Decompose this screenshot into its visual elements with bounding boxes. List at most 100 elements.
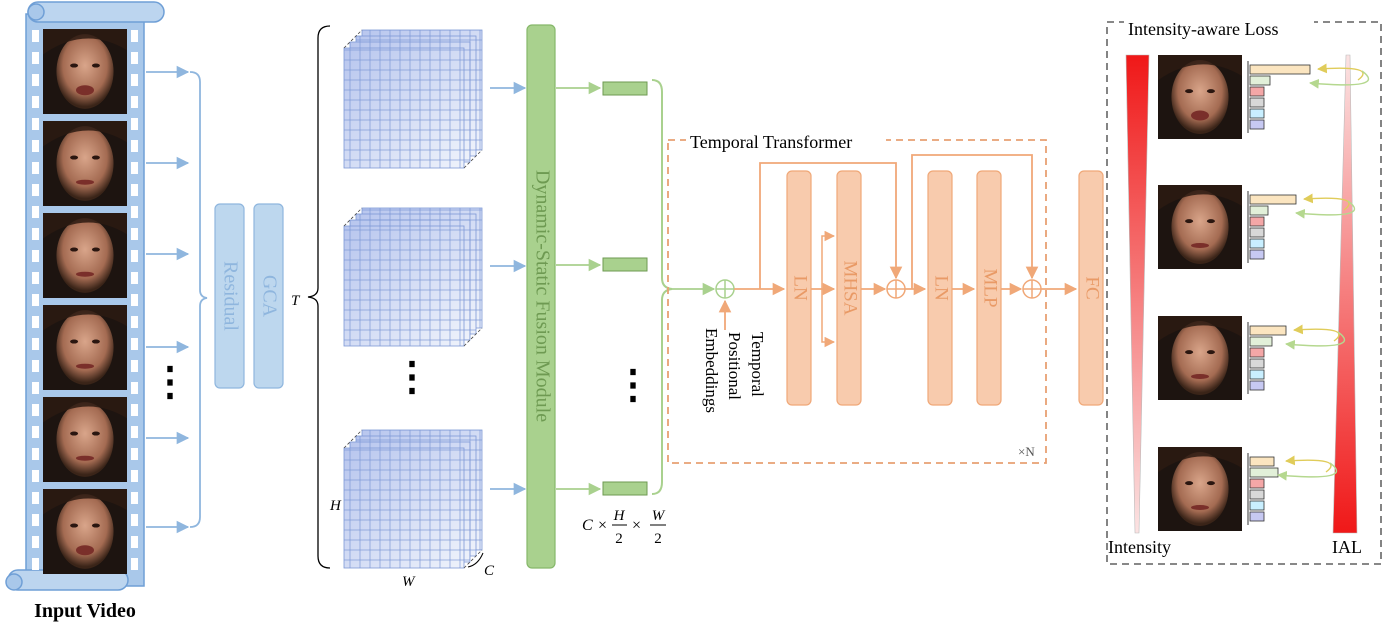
sprocket-hole	[32, 52, 39, 64]
intensity-bar	[1249, 369, 1265, 380]
intensity-label: Intensity	[1108, 537, 1171, 557]
intensity-bar	[1249, 238, 1265, 249]
sprocket-hole	[32, 250, 39, 262]
gca-block	[253, 203, 284, 389]
mhsa-branch-top	[821, 230, 836, 289]
dim-c: C	[582, 517, 593, 534]
sprocket-hole	[131, 382, 138, 394]
sprocket-hole	[32, 536, 39, 548]
intensity-bar	[1249, 75, 1271, 86]
repeat-n: ×N	[1018, 444, 1035, 459]
feature-stack-2	[343, 207, 483, 347]
token-dimension: C × H 2 × W 2	[582, 508, 666, 547]
token-2	[602, 257, 648, 272]
sprocket-hole	[32, 162, 39, 174]
fusion-module-label: Dynamic-Static Fusion Module	[531, 170, 553, 422]
intensity-bar	[1249, 467, 1279, 478]
sprocket-hole	[131, 426, 138, 438]
sprocket-hole	[32, 294, 39, 306]
face-frame-5	[43, 397, 127, 482]
sprocket-hole	[32, 360, 39, 372]
transformer-title: Temporal Transformer	[690, 132, 852, 152]
sprocket-hole	[131, 162, 138, 174]
c-label: C	[484, 563, 495, 579]
intensity-bar	[1249, 249, 1265, 260]
token-1	[602, 81, 648, 96]
intensity-wedge	[1125, 54, 1150, 534]
intensity-bar	[1249, 216, 1265, 227]
dim-times-2: ×	[632, 517, 641, 534]
sprocket-hole	[131, 294, 138, 306]
sample-face-3	[1158, 316, 1242, 400]
intensity-bar	[1249, 108, 1265, 119]
intensity-bar	[1249, 64, 1311, 75]
dim-h: H	[613, 508, 626, 524]
loss-arrow-down	[1285, 331, 1345, 350]
intensity-bar	[1249, 336, 1273, 347]
intensity-bar	[1249, 347, 1265, 358]
face-frame-3	[43, 213, 127, 298]
sprocket-hole	[32, 184, 39, 196]
token-brace	[651, 79, 673, 495]
sprocket-hole	[131, 558, 138, 570]
sprocket-hole	[131, 96, 138, 108]
input-video-label: Input Video	[34, 600, 136, 622]
transformer-frame	[667, 139, 1047, 464]
ln1-block	[786, 170, 812, 406]
pos-line3: Embeddings	[702, 328, 721, 413]
mhsa-label: MHSA	[840, 261, 861, 316]
mhsa-branch-bottom	[821, 289, 836, 348]
feature-stack-3	[343, 429, 483, 569]
intensity-bar	[1249, 500, 1265, 511]
feature-ellipsis: ⋮	[392, 354, 432, 399]
pos-line1: Temporal	[748, 332, 767, 397]
frames-brace	[189, 71, 208, 528]
sprocket-hole	[32, 228, 39, 240]
mhsa-block	[836, 170, 862, 406]
face-frame-2	[43, 121, 127, 206]
sprocket-hole	[32, 558, 39, 570]
sprocket-hole	[131, 404, 138, 416]
sprocket-hole	[131, 140, 138, 152]
dim-den-2: 2	[654, 531, 662, 547]
fusion-module	[526, 24, 556, 569]
intensity-bar	[1249, 489, 1265, 500]
feature-stack-1	[343, 29, 483, 169]
w-label: W	[402, 574, 416, 590]
loss-arrow-down	[1295, 200, 1355, 219]
sprocket-hole	[32, 316, 39, 328]
sprocket-hole	[32, 514, 39, 526]
ln2-label: LN	[931, 275, 952, 301]
frame-arrows	[146, 65, 190, 534]
sprocket-hole	[32, 470, 39, 482]
loss-arrow-up	[1285, 455, 1332, 473]
fc-label: FC	[1082, 276, 1103, 299]
intensity-bar	[1249, 511, 1265, 522]
c-dimension-mark	[467, 552, 484, 568]
sprocket-hole	[131, 250, 138, 262]
loss-arrow-down	[1309, 70, 1369, 89]
sprocket-hole	[32, 448, 39, 460]
intensity-bar	[1249, 380, 1265, 391]
sprocket-hole	[32, 30, 39, 42]
ln2-block	[927, 170, 953, 406]
sprocket-hole	[32, 272, 39, 284]
token-ellipsis: ⋮	[613, 362, 653, 407]
sample-face-4	[1158, 447, 1242, 531]
sprocket-hole	[32, 96, 39, 108]
sprocket-hole	[32, 140, 39, 152]
positional-embedding-label: Temporal Positional Embeddings	[702, 328, 767, 413]
fc-block	[1078, 170, 1104, 406]
sprocket-hole	[131, 272, 138, 284]
gca-label: GCA	[258, 275, 280, 318]
intensity-bar	[1249, 86, 1265, 97]
intensity-bar	[1249, 358, 1265, 369]
sprocket-hole	[131, 30, 138, 42]
sprocket-hole	[131, 184, 138, 196]
pos-line2: Positional	[725, 332, 744, 400]
sprocket-hole	[32, 338, 39, 350]
mlp-label: MLP	[980, 268, 1001, 307]
t-label: T	[291, 293, 301, 309]
